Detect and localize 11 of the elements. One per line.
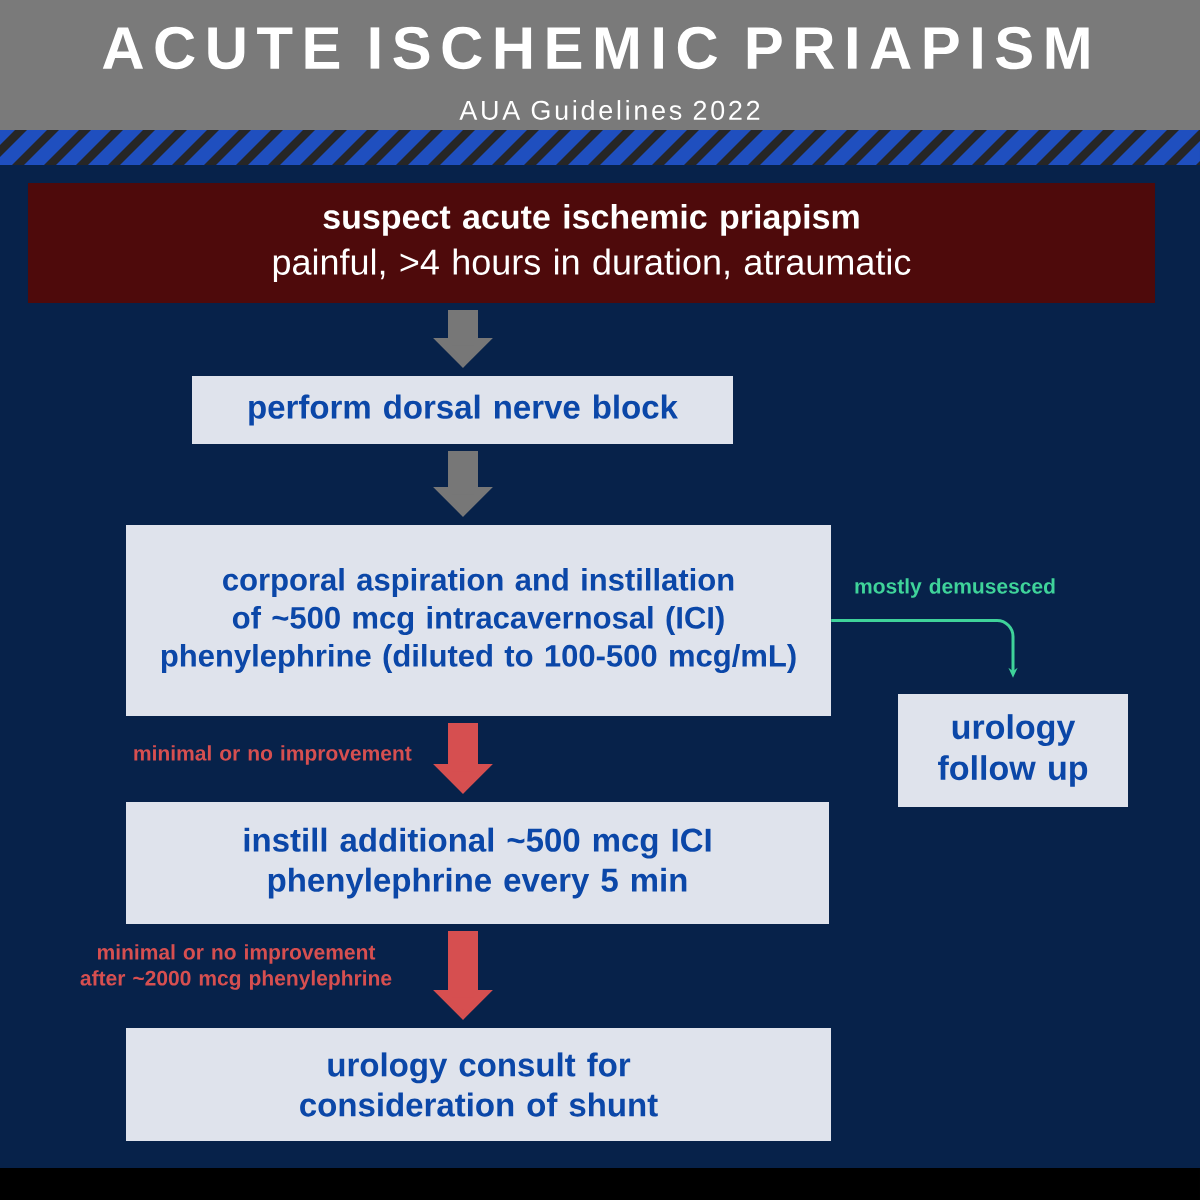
edge-label: minimal or no improvement [134, 745, 412, 765]
process-box: corporal aspiration and instillation of ~500 mcg intracavernosal (ICI) phenylephrine (diluted to 100-500 mcg/mL) [126, 525, 831, 716]
heading-box: suspect acute ischemic priapism painful, >4 hours in duration, atraumatic [28, 183, 1155, 303]
edge-label: mostly demusesced [855, 578, 1055, 598]
edge-label: minimal or no improvement after ~2000 mcg phenylephrine [80, 944, 392, 990]
title: ACUTE ISCHEMIC PRIAPISM [102, 26, 1089, 70]
subtitle: AUA Guidelines 2022 [459, 100, 760, 120]
process-box: perform dorsal nerve block [192, 376, 733, 444]
process-box: urology consult for consideration of shunt [126, 1028, 831, 1141]
process-box: instill additional ~500 mcg ICI phenylephrine every 5 min [126, 802, 829, 924]
process-box: urology follow up [898, 694, 1128, 807]
